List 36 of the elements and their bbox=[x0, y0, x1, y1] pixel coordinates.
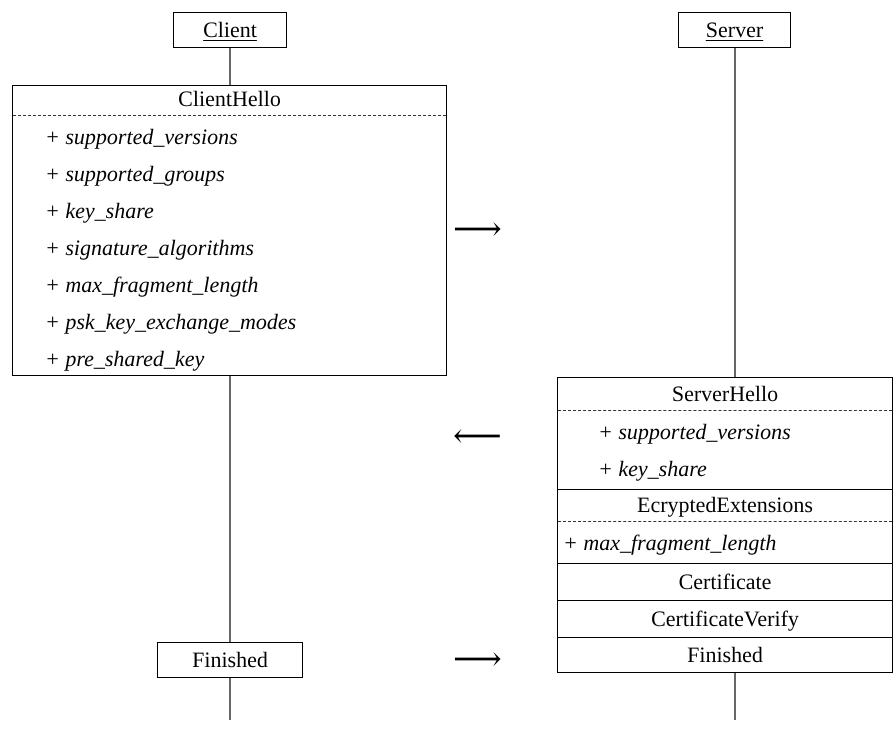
lifeline bbox=[734, 48, 736, 377]
extension-name: + max_fragment_length bbox=[562, 529, 776, 557]
participant-name: Server bbox=[706, 17, 764, 43]
message-name: ServerHello bbox=[672, 380, 778, 407]
message-name: Certificate bbox=[678, 569, 772, 595]
extension-name: + supported_versions bbox=[597, 418, 791, 446]
extension-name: + supported_versions bbox=[44, 123, 238, 151]
message-box bbox=[557, 600, 893, 638]
extension-name: + max_fragment_length bbox=[44, 271, 258, 299]
message-box bbox=[678, 12, 791, 48]
message-name: CertificateVerify bbox=[651, 606, 799, 632]
extension-name: + signature_algorithms bbox=[44, 234, 254, 262]
message-name: Finished bbox=[687, 642, 763, 668]
extension-name: + psk_key_exchange_modes bbox=[44, 308, 296, 336]
message-box bbox=[557, 637, 893, 673]
message-name: ClientHello bbox=[178, 86, 281, 112]
message-box bbox=[557, 377, 893, 490]
participant-name: Client bbox=[203, 17, 257, 43]
message-name: Finished bbox=[192, 647, 268, 673]
lifeline bbox=[229, 678, 231, 720]
message-box bbox=[557, 563, 893, 601]
message-box bbox=[173, 12, 287, 48]
message-direction-arrow: ⟵ bbox=[453, 420, 502, 454]
message-direction-arrow: ⟶ bbox=[453, 213, 502, 247]
extension-name: + key_share bbox=[597, 455, 707, 483]
message-direction-arrow: ⟶ bbox=[453, 643, 502, 677]
message-box bbox=[157, 642, 303, 678]
message-box bbox=[12, 85, 447, 376]
extension-name: + supported_groups bbox=[44, 160, 225, 188]
lifeline bbox=[229, 376, 231, 642]
lifeline bbox=[734, 673, 736, 720]
message-name: EcryptedExtensions bbox=[637, 491, 813, 518]
extension-name: + key_share bbox=[44, 197, 154, 225]
message-box bbox=[557, 489, 893, 564]
lifeline bbox=[229, 48, 231, 85]
extension-name: + pre_shared_key bbox=[44, 345, 204, 373]
